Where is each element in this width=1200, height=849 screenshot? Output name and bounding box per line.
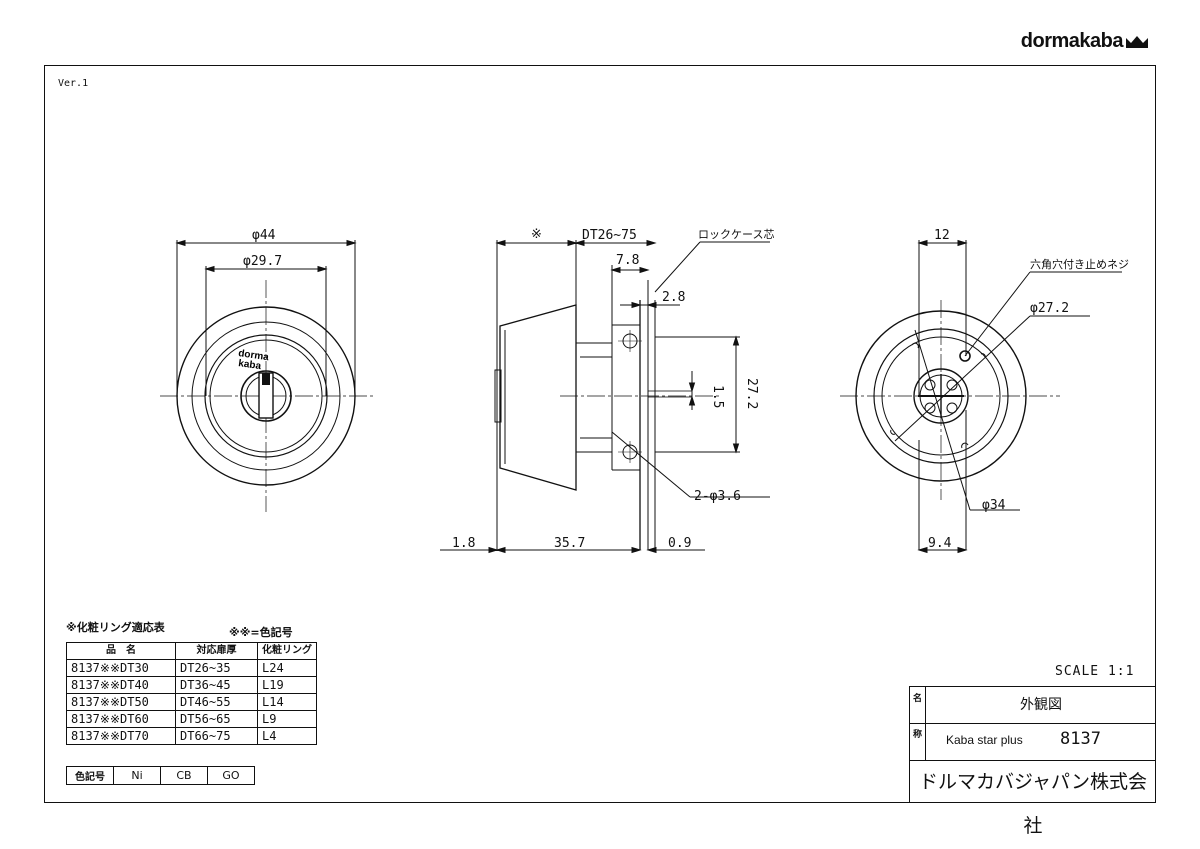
table-row: 8137※※DT30 DT26~35 L24	[66, 659, 317, 677]
dim-0-9: 0.9	[668, 536, 691, 551]
cell-product: 8137※※DT60	[66, 710, 176, 728]
lock-case-core-label: ロックケース芯	[698, 227, 774, 241]
cell-thickness: DT46~55	[175, 693, 258, 711]
drawing-frame	[44, 65, 1156, 803]
dim-2-8: 2.8	[662, 290, 685, 305]
brand-logo: dormakaba	[1021, 30, 1148, 53]
cell-thickness: DT26~35	[175, 659, 258, 677]
color-code-ni: Ni	[113, 766, 161, 785]
version-label: Ver.1	[58, 78, 89, 89]
ring-table: 品 名 対応扉厚 化粧リング 8137※※DT30 DT26~35 L24 81…	[66, 642, 317, 745]
table-row: 8137※※DT60 DT56~65 L9	[66, 710, 317, 728]
color-code-table: 色記号 Ni CB GO	[66, 766, 255, 785]
cell-product: 8137※※DT50	[66, 693, 176, 711]
cell-ring: L19	[257, 676, 317, 694]
table-row: 8137※※DT50 DT46~55 L14	[66, 693, 317, 711]
dim-phi29-7: φ29.7	[243, 254, 282, 269]
dim-phi27-2: φ27.2	[1030, 301, 1069, 316]
cell-ring: L14	[257, 693, 317, 711]
cell-thickness: DT56~65	[175, 710, 258, 728]
mark-asterisk: ※	[531, 227, 542, 242]
dim-1-8: 1.8	[452, 536, 475, 551]
table-row: 8137※※DT70 DT66~75 L4	[66, 727, 317, 745]
cell-product: 8137※※DT70	[66, 727, 176, 745]
brand-name: dormakaba	[1020, 30, 1124, 52]
cell-product: 8137※※DT40	[66, 676, 176, 694]
dim-phi44: φ44	[252, 228, 276, 243]
cell-thickness: DT36~45	[175, 676, 258, 694]
set-screw-label: 六角穴付き止めネジ	[1030, 257, 1129, 271]
cell-ring: L24	[257, 659, 317, 677]
front-view	[160, 239, 375, 512]
scale-label: SCALE 1:1	[1055, 664, 1135, 679]
header-ring: 化粧リング	[257, 642, 317, 660]
header-product: 品 名	[66, 642, 176, 660]
dim-9-4: 9.4	[928, 536, 952, 551]
color-code-cb: CB	[160, 766, 208, 785]
dim-phi34: φ34	[982, 498, 1006, 513]
cell-ring: L4	[257, 727, 317, 745]
name-label: 名	[910, 687, 926, 723]
title-label: 称	[910, 723, 926, 760]
back-view	[840, 239, 1122, 554]
cell-product: 8137※※DT30	[66, 659, 176, 677]
cell-thickness: DT66~75	[175, 727, 258, 745]
drawing-name: 外観図	[1020, 697, 1062, 713]
dim-1-5: 1.5	[710, 385, 725, 408]
dim-12: 12	[934, 228, 950, 243]
color-code-label: 色記号	[66, 766, 114, 785]
ring-table-title: ※化粧リング適応表	[66, 621, 165, 634]
model-number: 8137	[1060, 729, 1101, 749]
color-code-note: ※※=色記号	[229, 626, 293, 639]
side-view	[440, 239, 770, 554]
crown-icon	[1126, 35, 1148, 48]
logo-line2: kaba	[238, 358, 263, 372]
model-name: Kaba star plus	[946, 733, 1023, 747]
dim-7-8: 7.8	[616, 253, 639, 268]
table-row: 8137※※DT40 DT36~45 L19	[66, 676, 317, 694]
holes-label: 2-φ3.6	[694, 489, 741, 504]
color-code-go: GO	[207, 766, 255, 785]
company-name: ドルマカバジャパン株式会社	[918, 771, 1147, 837]
dim-27-2: 27.2	[744, 378, 759, 409]
header-door-thickness: 対応扉厚	[175, 642, 258, 660]
dim-35-7: 35.7	[554, 536, 585, 551]
cell-ring: L9	[257, 710, 317, 728]
logo-line1: dorma	[238, 348, 270, 363]
title-block: 名 外観図 称 Kaba star plus 8137 ドルマカバジャパン株式会…	[909, 686, 1156, 837]
dim-door-thickness: DT26~75	[582, 228, 637, 243]
